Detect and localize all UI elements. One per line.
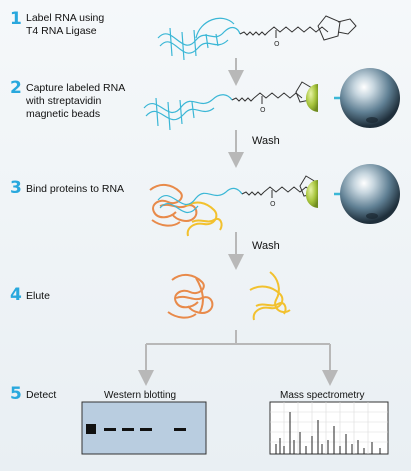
- magnetic-bead-step3: [340, 164, 400, 224]
- step-4-number: 4: [10, 285, 22, 305]
- wash-label-2: Wash: [252, 240, 280, 252]
- carbonyl-o-step1: O: [274, 40, 280, 48]
- rna-helix-step1: [157, 17, 241, 61]
- step-2-number: 2: [10, 78, 22, 98]
- mass-spec-peaks: [275, 412, 381, 454]
- biotin-linker-step2: [231, 81, 313, 104]
- protein-yellow-step3: [185, 201, 223, 237]
- biotin-linker-step1: [239, 15, 357, 41]
- step-1-number: 1: [10, 9, 22, 29]
- detect-branch-arrows: [138, 330, 338, 386]
- step-1-label: Label RNA using T4 RNA Ligase: [26, 12, 105, 37]
- step-3-label: Bind proteins to RNA: [26, 183, 125, 195]
- wash-label-1: Wash: [252, 135, 280, 147]
- mass-spectrometry-title: Mass spectrometry: [280, 390, 365, 401]
- step-5-label: Detect: [26, 389, 57, 401]
- step-3-number: 3: [10, 178, 22, 198]
- rna-helix-step3: [157, 187, 243, 213]
- step-2-label: Capture labeled RNA with streptavidin ma…: [26, 82, 126, 120]
- western-blotting-title: Western blotting: [104, 390, 177, 401]
- carbonyl-o-step3: O: [270, 200, 276, 208]
- protein-yellow-eluted: [249, 271, 291, 321]
- magnetic-bead-step2: [340, 68, 400, 128]
- biotin-linker-step3: [241, 175, 317, 198]
- carbonyl-o-step2: O: [260, 106, 266, 114]
- blot-band-5: [174, 428, 186, 431]
- step-4-label: Elute: [26, 290, 50, 302]
- protein-orange-eluted: [167, 274, 214, 319]
- rna-helix-step2: [143, 94, 233, 131]
- blot-band-1: [86, 424, 96, 434]
- blot-band-3: [122, 428, 134, 431]
- blot-band-2: [104, 428, 116, 431]
- blot-band-4: [140, 428, 152, 431]
- step-5-number: 5: [10, 384, 22, 404]
- mass-spec-panel: [269, 401, 389, 455]
